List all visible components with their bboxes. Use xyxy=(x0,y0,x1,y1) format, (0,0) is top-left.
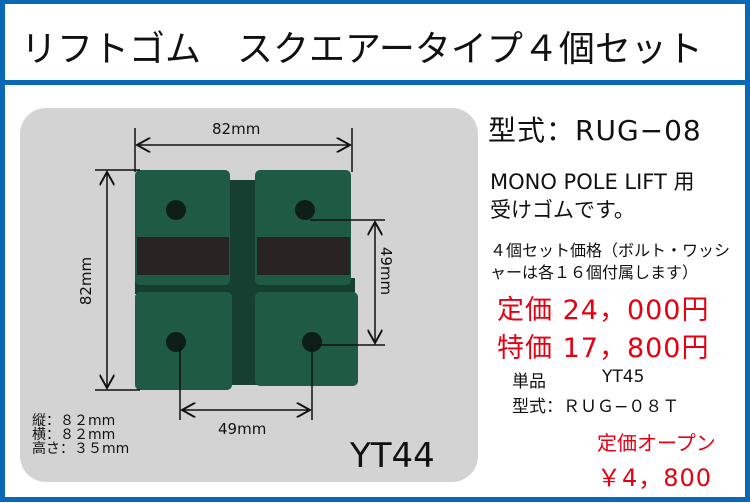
description-line: MONO POLE LIFT 用 xyxy=(490,170,695,194)
set-note-line: ４個セット価格（ボルト・ワッシ xyxy=(490,241,731,260)
rubber-stripe xyxy=(257,237,350,275)
dimension-height: 高さ：３５mm xyxy=(32,441,130,457)
bolt-hole xyxy=(302,332,322,352)
bolt-hole xyxy=(166,332,186,352)
description-line: 受けゴムです。 xyxy=(490,198,635,222)
width-dimension-label: 82mm xyxy=(212,120,261,138)
dimension-depth: 縦：８２mm xyxy=(32,413,116,429)
title-bar: リフトゴム スクエアータイプ４個セット xyxy=(5,4,745,85)
model-code-label: YT44 xyxy=(350,436,435,476)
special-price: 特価 17，800円 xyxy=(497,333,710,364)
single-label: 単品 xyxy=(512,372,546,392)
single-code: YT45 xyxy=(602,367,645,387)
single-model: 型式：ＲＵＧ−０８Ｔ xyxy=(512,397,680,417)
inner-height-dimension-label: 49mm xyxy=(377,246,396,296)
bolt-hole xyxy=(295,200,315,220)
single-price: ￥4，800 xyxy=(597,464,713,492)
page-title: リフトゴム スクエアータイプ４個セット xyxy=(21,29,703,70)
list-price: 定価 24，000円 xyxy=(497,295,710,326)
description: MONO POLE LIFT 用 受けゴムです。 xyxy=(490,168,695,224)
dimensions-list: 縦：８２mm 横：８２mm 高さ：３５mm xyxy=(32,414,129,456)
set-note: ４個セット価格（ボルト・ワッシ ャーは各１６個付属します） xyxy=(490,240,730,284)
dimension-width: 横：８２mm xyxy=(32,427,116,443)
model-number: 型式：RUG−08 xyxy=(488,114,702,147)
single-list-price: 定価オープン xyxy=(597,431,716,455)
rubber-stripe xyxy=(137,237,229,275)
set-note-line: ャーは各１６個付属します） xyxy=(490,263,699,282)
dimension-lines xyxy=(95,128,385,420)
inner-width-dimension-label: 49mm xyxy=(218,420,267,438)
rubber-pad-set xyxy=(135,170,358,390)
height-dimension-label: 82mm xyxy=(77,256,96,306)
bolt-hole xyxy=(166,200,186,220)
